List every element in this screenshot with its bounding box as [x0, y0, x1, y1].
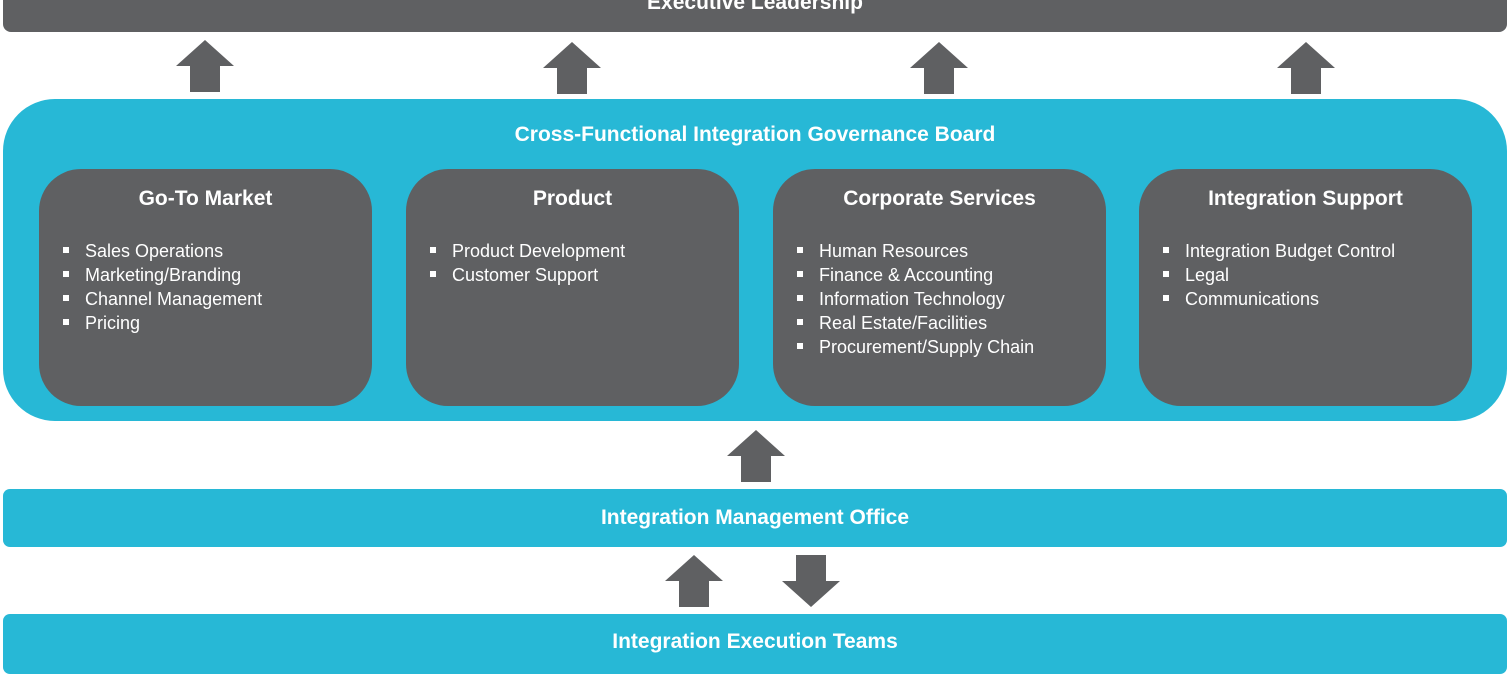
arrow-down-icon	[782, 555, 840, 607]
executive-leadership-box: Executive Leadership	[3, 0, 1507, 32]
list-item: Integration Budget Control	[1163, 239, 1395, 263]
integration-management-office-box: Integration Management Office	[3, 489, 1507, 547]
item-label: Integration Budget Control	[1185, 241, 1396, 261]
group-card-go-to-market: Go-To Market Sales Operations Marketing/…	[39, 169, 372, 406]
bullet-icon	[1163, 295, 1169, 302]
arrow-up-icon	[910, 42, 968, 94]
item-label: Marketing/Branding	[85, 265, 242, 285]
list-item: Human Resources	[797, 239, 1034, 263]
integration-execution-teams-label: Integration Execution Teams	[612, 630, 898, 653]
bullet-icon	[797, 271, 803, 278]
bullet-icon	[1163, 247, 1169, 254]
item-label: Customer Support	[452, 265, 599, 285]
list-item: Marketing/Branding	[63, 263, 262, 287]
item-label: Product Development	[452, 241, 626, 261]
executive-leadership-label: Executive Leadership	[647, 0, 863, 14]
group-card-product: Product Product Development Customer Sup…	[406, 169, 739, 406]
bullet-icon	[797, 343, 803, 350]
bullet-icon	[797, 295, 803, 302]
list-item: Procurement/Supply Chain	[797, 335, 1034, 359]
group-items: Integration Budget Control Legal Communi…	[1163, 239, 1395, 311]
integration-management-office-label: Integration Management Office	[600, 506, 910, 529]
list-item: Information Technology	[797, 287, 1034, 311]
integration-execution-teams-box: Integration Execution Teams	[3, 614, 1507, 674]
bullet-icon	[797, 247, 803, 254]
group-title: Go-To Market	[138, 187, 273, 210]
arrow-up-icon	[665, 555, 723, 607]
list-item: Finance & Accounting	[797, 263, 1034, 287]
bullet-icon	[63, 319, 69, 326]
group-items: Sales Operations Marketing/Branding Chan…	[63, 239, 262, 335]
group-card-corporate-services: Corporate Services Human Resources Finan…	[773, 169, 1106, 406]
list-item: Sales Operations	[63, 239, 262, 263]
item-label: Real Estate/Facilities	[819, 313, 988, 333]
item-label: Pricing	[85, 313, 141, 333]
item-label: Procurement/Supply Chain	[819, 337, 1035, 357]
item-label: Human Resources	[819, 241, 969, 261]
group-title: Integration Support	[1208, 187, 1403, 210]
arrow-up-icon	[176, 40, 234, 92]
arrow-up-icon	[543, 42, 601, 94]
list-item: Channel Management	[63, 287, 262, 311]
list-item: Pricing	[63, 311, 262, 335]
bullet-icon	[1163, 271, 1169, 278]
list-item: Product Development	[430, 239, 625, 263]
group-title: Corporate Services	[843, 187, 1036, 210]
item-label: Finance & Accounting	[819, 265, 994, 285]
group-title: Product	[532, 187, 613, 210]
governance-board-title: Cross-Functional Integration Governance …	[514, 123, 996, 146]
item-label: Information Technology	[819, 289, 1005, 309]
list-item: Customer Support	[430, 263, 625, 287]
item-label: Channel Management	[85, 289, 263, 309]
bullet-icon	[63, 295, 69, 302]
item-label: Sales Operations	[85, 241, 224, 261]
bullet-icon	[63, 271, 69, 278]
list-item: Legal	[1163, 263, 1395, 287]
group-card-integration-support: Integration Support Integration Budget C…	[1139, 169, 1472, 406]
bullet-icon	[63, 247, 69, 254]
item-label: Communications	[1185, 289, 1320, 309]
arrow-up-icon	[727, 430, 785, 482]
list-item: Real Estate/Facilities	[797, 311, 1034, 335]
list-item: Communications	[1163, 287, 1395, 311]
arrow-up-icon	[1277, 42, 1335, 94]
group-items: Human Resources Finance & Accounting Inf…	[797, 239, 1034, 359]
group-items: Product Development Customer Support	[430, 239, 625, 287]
bullet-icon	[430, 271, 436, 278]
bullet-icon	[430, 247, 436, 254]
item-label: Legal	[1185, 265, 1230, 285]
bullet-icon	[797, 319, 803, 326]
